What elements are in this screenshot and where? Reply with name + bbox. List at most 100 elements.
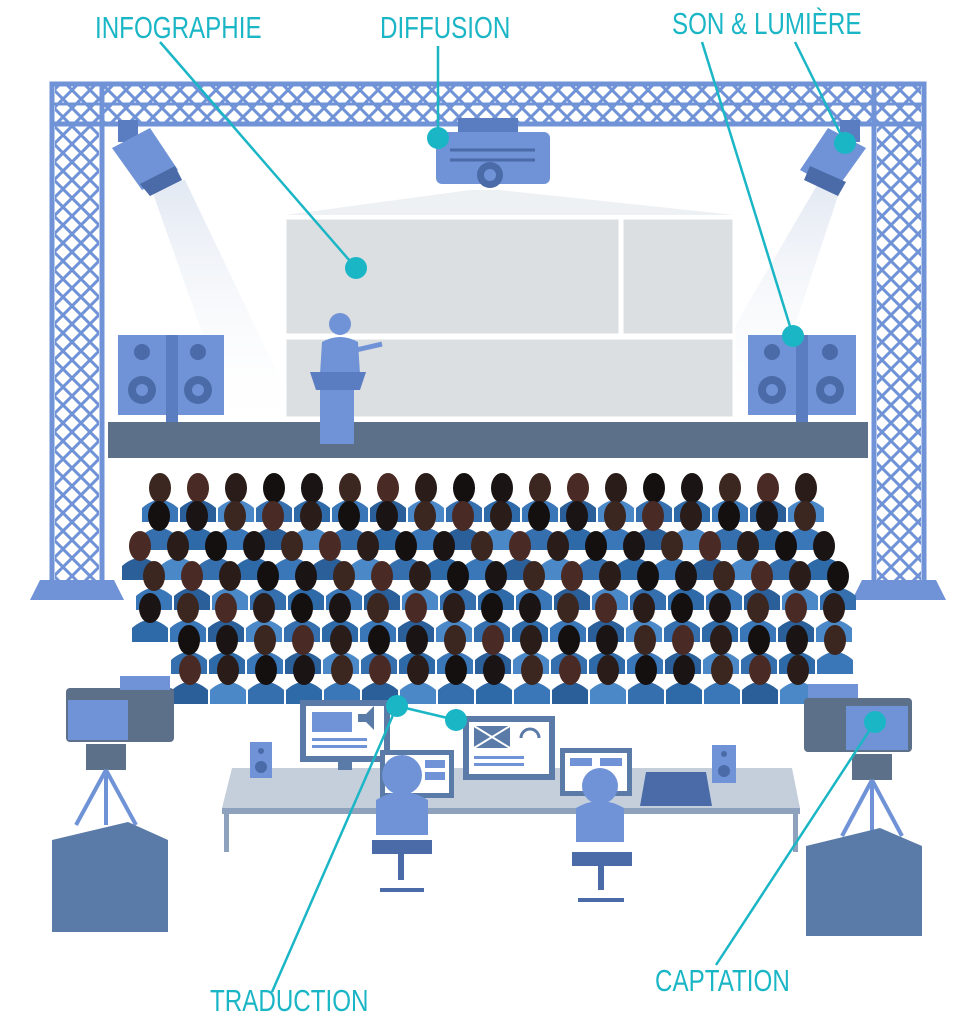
infographie-marker xyxy=(345,257,367,279)
audience-head xyxy=(561,561,583,591)
stage-truss xyxy=(30,81,946,600)
audience-member xyxy=(590,682,626,704)
audience-head xyxy=(253,593,275,623)
audience-head xyxy=(292,625,314,655)
label-traduction: TRADUCTION xyxy=(210,983,369,1018)
audience-head xyxy=(787,655,809,685)
audience-head xyxy=(634,625,656,655)
audience-head xyxy=(243,531,265,561)
audience-head xyxy=(827,561,849,591)
audience-head xyxy=(559,655,581,685)
audience-head xyxy=(566,501,588,531)
audience-head xyxy=(339,473,361,503)
audience-head xyxy=(485,561,507,591)
audience-head xyxy=(605,473,627,503)
audience-head xyxy=(519,593,541,623)
audience-head xyxy=(599,561,621,591)
audience-head xyxy=(757,473,779,503)
audience-head xyxy=(557,593,579,623)
audience-head xyxy=(751,561,773,591)
captation-marker xyxy=(864,711,886,733)
audience-head xyxy=(737,531,759,561)
audience-head xyxy=(671,593,693,623)
audience-head xyxy=(405,593,427,623)
presenter-icon xyxy=(310,313,383,444)
audience-head xyxy=(329,593,351,623)
audience-head xyxy=(333,561,355,591)
spotlight-right-icon xyxy=(800,120,866,196)
audience-head xyxy=(219,561,241,591)
projector-icon xyxy=(436,118,550,188)
audience-member xyxy=(817,652,853,674)
traduction-marker-2 xyxy=(445,709,467,731)
audience-member xyxy=(552,682,588,704)
audience-head xyxy=(604,501,626,531)
audience-head xyxy=(357,531,379,561)
audience-head xyxy=(409,561,431,591)
audience-head xyxy=(281,531,303,561)
audience-head xyxy=(447,561,469,591)
audience-head xyxy=(205,531,227,561)
audience-head xyxy=(395,531,417,561)
monitor-translation-icon xyxy=(463,716,555,780)
monitor-audio-icon xyxy=(300,700,390,770)
audience-head xyxy=(756,501,778,531)
audience-head xyxy=(254,625,276,655)
spotlight-left-icon xyxy=(112,120,182,196)
audience-head xyxy=(747,593,769,623)
audience-head xyxy=(596,625,618,655)
audience-head xyxy=(224,501,246,531)
audience-head xyxy=(824,625,846,655)
label-infographie: INFOGRAPHIE xyxy=(95,10,262,45)
audience-head xyxy=(376,501,398,531)
audience-head xyxy=(181,561,203,591)
audience-head xyxy=(301,473,323,503)
audience-head xyxy=(367,593,389,623)
audience-head xyxy=(149,473,171,503)
audience-head xyxy=(443,593,465,623)
audience-head xyxy=(255,655,277,685)
audience-head xyxy=(444,625,466,655)
son-lumiere-marker-top xyxy=(834,132,856,154)
label-captation: CAPTATION xyxy=(655,963,790,998)
audience-head xyxy=(675,561,697,591)
audience-head xyxy=(529,473,551,503)
audience-member xyxy=(666,682,702,704)
audience-head xyxy=(713,561,735,591)
label-diffusion: DIFFUSION xyxy=(380,10,511,45)
audience-member xyxy=(132,620,168,642)
audience-head xyxy=(681,473,703,503)
audience-head xyxy=(794,501,816,531)
audience-head xyxy=(595,593,617,623)
audience-head xyxy=(407,655,429,685)
audience-head xyxy=(585,531,607,561)
audience-head xyxy=(528,501,550,531)
audience-head xyxy=(699,531,721,561)
audience-head xyxy=(481,593,503,623)
audience-head xyxy=(490,501,512,531)
audience-head xyxy=(445,655,467,685)
audience-head xyxy=(406,625,428,655)
mixing-console-icon xyxy=(640,772,712,806)
audience-head xyxy=(795,473,817,503)
desk-speaker-left-icon xyxy=(250,742,272,778)
audience-head xyxy=(330,625,352,655)
audience-head xyxy=(217,655,239,685)
audience-head xyxy=(680,501,702,531)
audience-member xyxy=(704,682,740,704)
audience-member xyxy=(248,682,284,704)
camera-right-icon xyxy=(804,684,922,936)
audience-head xyxy=(823,593,845,623)
audience-head xyxy=(262,501,284,531)
audience-head xyxy=(319,531,341,561)
audience-head xyxy=(139,593,161,623)
audience-head xyxy=(558,625,580,655)
audience-head xyxy=(789,561,811,591)
audience-head xyxy=(143,561,165,591)
audience-head xyxy=(433,531,455,561)
audience-head xyxy=(643,473,665,503)
diffusion-marker xyxy=(427,127,449,149)
audience-head xyxy=(186,501,208,531)
audience-head xyxy=(775,531,797,561)
audience-head xyxy=(785,593,807,623)
